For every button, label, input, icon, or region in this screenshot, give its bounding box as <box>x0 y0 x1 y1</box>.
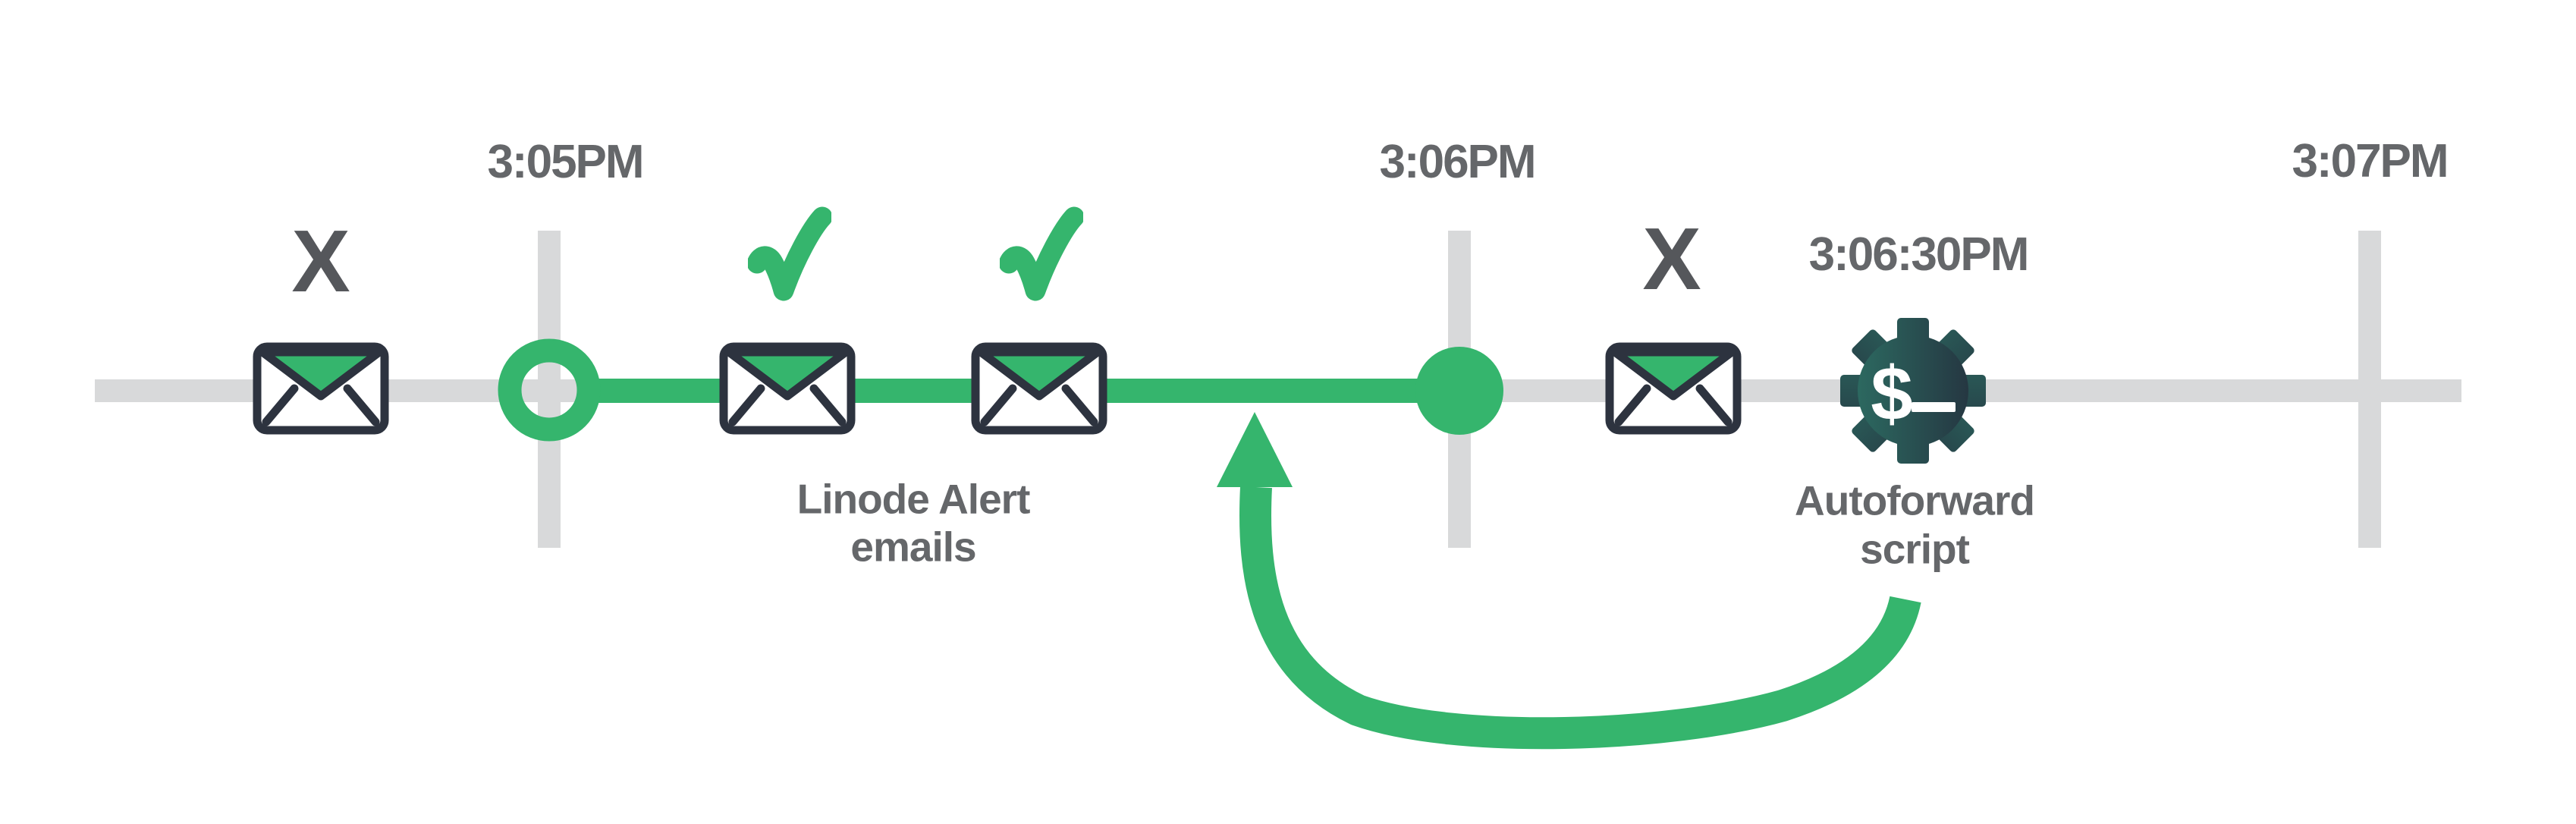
gear-dollar-glyph: $ <box>1871 351 1913 436</box>
envelope-icon-blocked-2 <box>1610 347 1737 430</box>
loopback-arrow <box>1217 412 1921 750</box>
gear-icon: $ <box>1840 318 1986 464</box>
envelope-icon-delivered-2 <box>975 347 1103 430</box>
x-icon-blocked-2: X <box>1642 209 1701 308</box>
time-label-3-06: 3:06PM <box>1379 136 1536 188</box>
gear-cursor-underscore <box>1912 402 1956 412</box>
loopback-arrow-shaft <box>1239 486 1921 750</box>
alert-caption-line1: Linode Alert <box>796 475 1031 523</box>
script-caption-line1: Autoforward <box>1795 476 2035 524</box>
time-label-3-05: 3:05PM <box>487 136 644 188</box>
time-label-3-06-30: 3:06:30PM <box>1808 228 2030 281</box>
alert-caption-line2: emails <box>850 523 976 571</box>
ring-marker-3-05 <box>498 338 601 442</box>
x-icon-blocked-1: X <box>291 212 350 310</box>
check-icon-1 <box>757 217 822 291</box>
check-icon-2 <box>1009 217 1074 291</box>
dot-marker-3-06 <box>1415 347 1503 435</box>
script-caption-line2: script <box>1860 525 1970 573</box>
time-label-3-07: 3:07PM <box>2292 135 2449 187</box>
envelope-icon-blocked-1 <box>257 347 385 430</box>
loopback-arrow-head <box>1217 412 1293 487</box>
envelope-icon-delivered-1 <box>724 347 851 430</box>
